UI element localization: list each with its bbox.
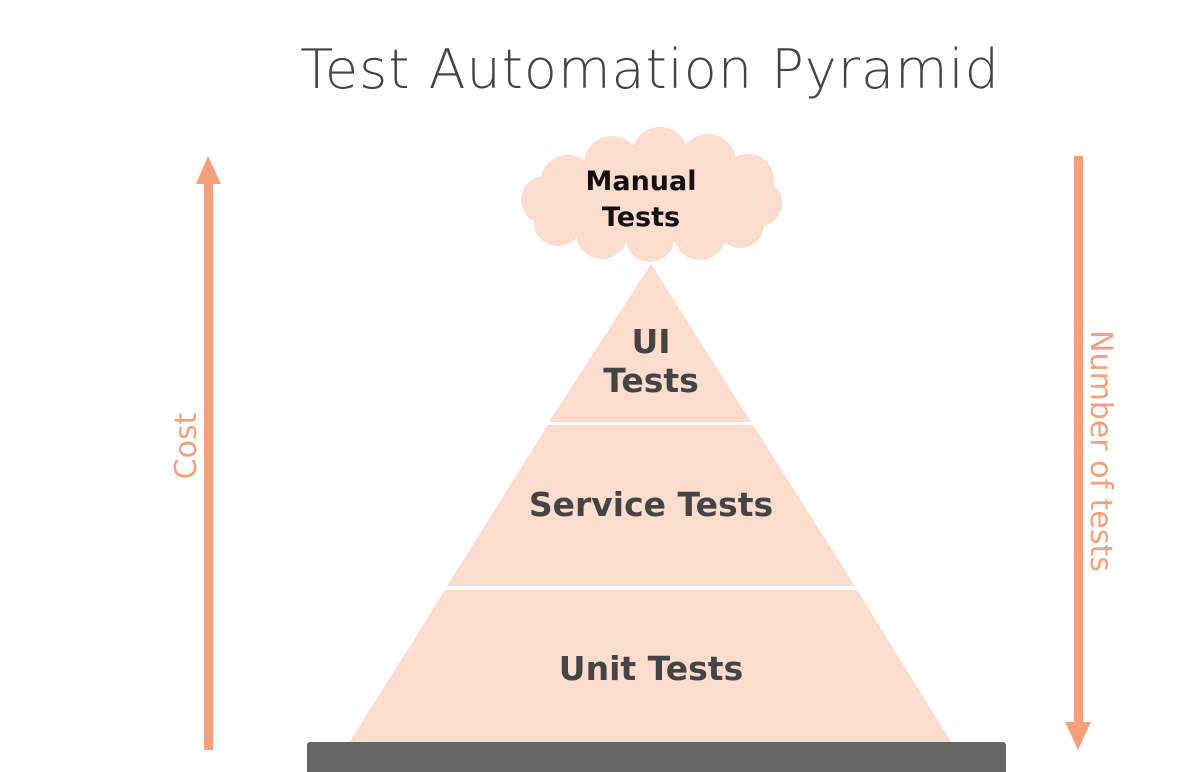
cloud-label-line1: Manual: [585, 166, 696, 197]
diagram-title: Test Automation Pyramid: [300, 38, 1000, 101]
pyramid-bottom-layer: [346, 590, 955, 748]
number-of-tests-down-arrow: [1065, 156, 1091, 750]
cloud-label-line2: Tests: [602, 202, 680, 233]
manual-tests-cloud: Manual Tests: [521, 127, 782, 262]
video-caption-bar: [307, 742, 1006, 772]
pyramid-top-layer: [549, 264, 751, 422]
pyramid-middle-layer: [447, 425, 855, 586]
unit-tests-label: Unit Tests: [559, 649, 743, 688]
cost-axis-label: Cost: [169, 412, 204, 479]
ui-tests-label-line2: Tests: [603, 361, 699, 400]
cost-up-arrow: [196, 156, 221, 750]
ui-tests-label-line1: UI: [631, 322, 670, 361]
service-tests-label: Service Tests: [529, 485, 773, 524]
number-of-tests-axis-label: Number of tests: [1083, 330, 1118, 572]
